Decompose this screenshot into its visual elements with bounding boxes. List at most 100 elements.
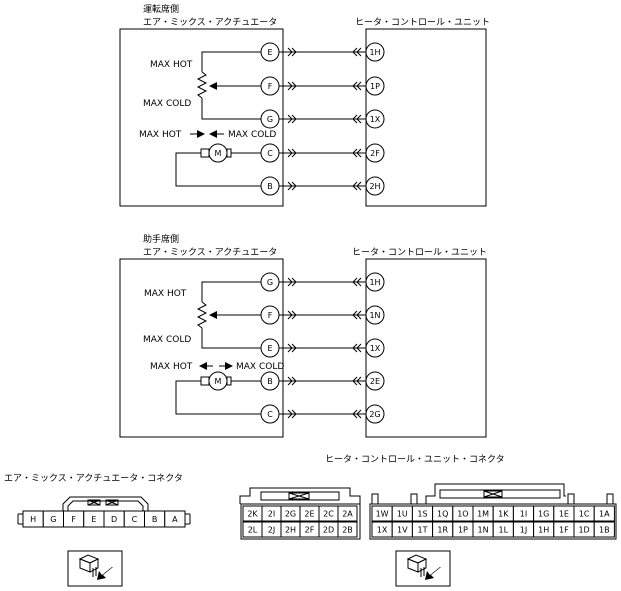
unit-connector-pin-1K: 1K [498,510,509,519]
actuator-connector-pin-A: A [172,515,178,524]
passenger-potentiometer [196,281,261,349]
unit-view-direction-icon [395,550,451,587]
passenger-actuator-pin-3: B [267,377,273,386]
unit-connector-pin-2D: 2D [323,526,334,535]
passenger-actuator-pin-1: F [268,311,273,320]
unit-connector-pin-2A: 2A [342,510,353,519]
driver-unit-pins: 1H 1P 1X 2F 2H [365,42,385,196]
unit-connector-pin-1D: 1D [578,526,589,535]
unit-connector-pin-1A: 1A [599,510,610,519]
passenger-unit-title: ヒータ・コントロール・ユニット [352,247,487,258]
unit-connector-pin-1R: 1R [437,526,448,535]
driver-motor-label-row: MAX HOT MAX COLD [139,130,276,140]
unit-connector-pin-1T: 1T [418,526,428,535]
driver-section: 運転席側 エア・ミックス・アクチュエータ ヒータ・コントロール・ユニット [119,3,490,207]
unit-connector-pin-1H: 1H [538,526,549,535]
unit-connector-pin-1W: 1W [376,510,389,519]
unit-connector-pin-2B: 2B [342,526,353,535]
unit-connector-pin-1U: 1U [397,510,408,519]
unit-connector-pin-1M: 1M [477,510,489,519]
unit-connector-pin-1N: 1N [478,526,489,535]
passenger-unit-pins: 1H 1N 1X 2E 2G [365,272,385,424]
driver-unit-pin-1: 1P [370,82,380,91]
driver-actuator-box [119,28,284,207]
actuator-view-direction-icon [67,550,123,587]
unit-connector-pin-2F: 2F [305,526,315,535]
passenger-actuator-pins: G F E B C [260,272,280,424]
unit-connector-pin-2H: 2H [285,526,296,535]
unit-connector-pin-1S: 1S [417,510,427,519]
actuator-connector-pin-D: D [111,515,117,524]
passenger-motor-cold-label: MAX COLD [236,362,284,372]
unit-connector-pin-2L: 2L [248,526,258,535]
passenger-motor-hot-label: MAX HOT [150,362,193,372]
unit-connector-pin-2A-cell [337,505,358,522]
unit-connector-pin-1A-cell [593,505,615,522]
unit-connector-pin-2C: 2C [323,510,334,519]
driver-actuator-pin-4: B [267,182,273,191]
unit-connector-pin-2B-cell [337,521,358,538]
driver-motor [175,143,261,187]
actuator-connector-pin-H: H [30,515,36,524]
unit-connector-pin-2K: 2K [247,510,258,519]
driver-unit-pin-4: 2H [369,182,380,191]
unit-connector-pin-1F: 1F [559,526,569,535]
actuator-connector-pin-A-cell [164,510,186,528]
passenger-pot-bottom-label: MAX COLD [143,335,191,345]
unit-connector-pin-2E: 2E [304,510,314,519]
driver-potentiometer [196,51,261,120]
unit-connector-left-housing [239,487,361,540]
passenger-motor [175,371,261,415]
passenger-unit-pin-2: 1X [370,344,381,353]
actuator-connector-title: エア・ミックス・アクチュエータ・コネクタ [4,473,183,484]
passenger-unit-pin-0: 1H [369,278,380,287]
unit-connector-pin-1I: 1I [520,510,527,519]
driver-motor-hot-label: MAX HOT [139,130,182,140]
passenger-actuator-pin-2: E [267,344,272,353]
passenger-actuator-pin-4: C [267,410,273,419]
driver-actuator-pins: E F G C B [260,42,280,196]
passenger-chevrons [287,277,362,419]
actuator-connector-pin-G: G [50,515,56,524]
driver-unit-pin-3: 2F [370,149,380,158]
passenger-motor-symbol: M [215,377,222,386]
passenger-side-label: 助手席側 [143,233,179,245]
unit-connector-pin-1X: 1X [377,526,388,535]
actuator-connector-pin-F: F [71,515,76,524]
unit-connector-pin-2G: 2G [285,510,296,519]
driver-unit-title: ヒータ・コントロール・ユニット [355,17,490,28]
passenger-motor-label-row: MAX HOT MAX COLD [150,362,284,372]
unit-connector-pin-1E: 1E [559,510,569,519]
unit-connector-pin-2I: 2I [268,510,275,519]
passenger-unit-pin-1: 1N [369,311,380,320]
driver-unit-pin-0: 1H [369,48,380,57]
passenger-pot-top-label: MAX HOT [144,289,187,299]
driver-actuator-pin-3: C [267,149,273,158]
passenger-unit-pin-3: 2E [370,377,380,386]
driver-actuator-pin-1: F [268,82,273,91]
driver-actuator-pin-0: E [267,48,272,57]
unit-connector-pin-1P: 1P [458,526,468,535]
passenger-section: 助手席側 エア・ミックス・アクチュエータ ヒータ・コントロール・ユニット [119,233,487,438]
unit-connector-pin-1J: 1J [520,526,527,535]
unit-connector-pin-2J: 2J [268,526,275,535]
unit-connector-pin-1B: 1B [599,526,610,535]
actuator-connector-pin-C: C [132,515,138,524]
driver-pot-bottom-label: MAX COLD [143,99,191,109]
driver-actuator-title: エア・ミックス・アクチュエータ [143,17,277,28]
driver-pot-top-label: MAX HOT [150,60,193,70]
unit-connector-title: ヒータ・コントロール・ユニット・コネクタ [325,454,505,465]
unit-connector-left-cells: 2K 2I 2G 2E 2C 2A 2L 2J 2H 2F 2D 2B [242,505,358,538]
unit-connector-pin-1L: 1L [499,526,509,535]
driver-actuator-pin-2: G [267,115,273,124]
passenger-actuator-title: エア・ミックス・アクチュエータ [143,247,277,258]
unit-connector-pin-1Q: 1Q [437,510,448,519]
driver-chevrons [287,47,362,191]
unit-connector-pin-1B-cell [593,521,615,538]
driver-motor-symbol: M [215,149,222,158]
actuator-connector-pin-B: B [152,515,158,524]
actuator-connector-pin-E: E [91,515,96,524]
